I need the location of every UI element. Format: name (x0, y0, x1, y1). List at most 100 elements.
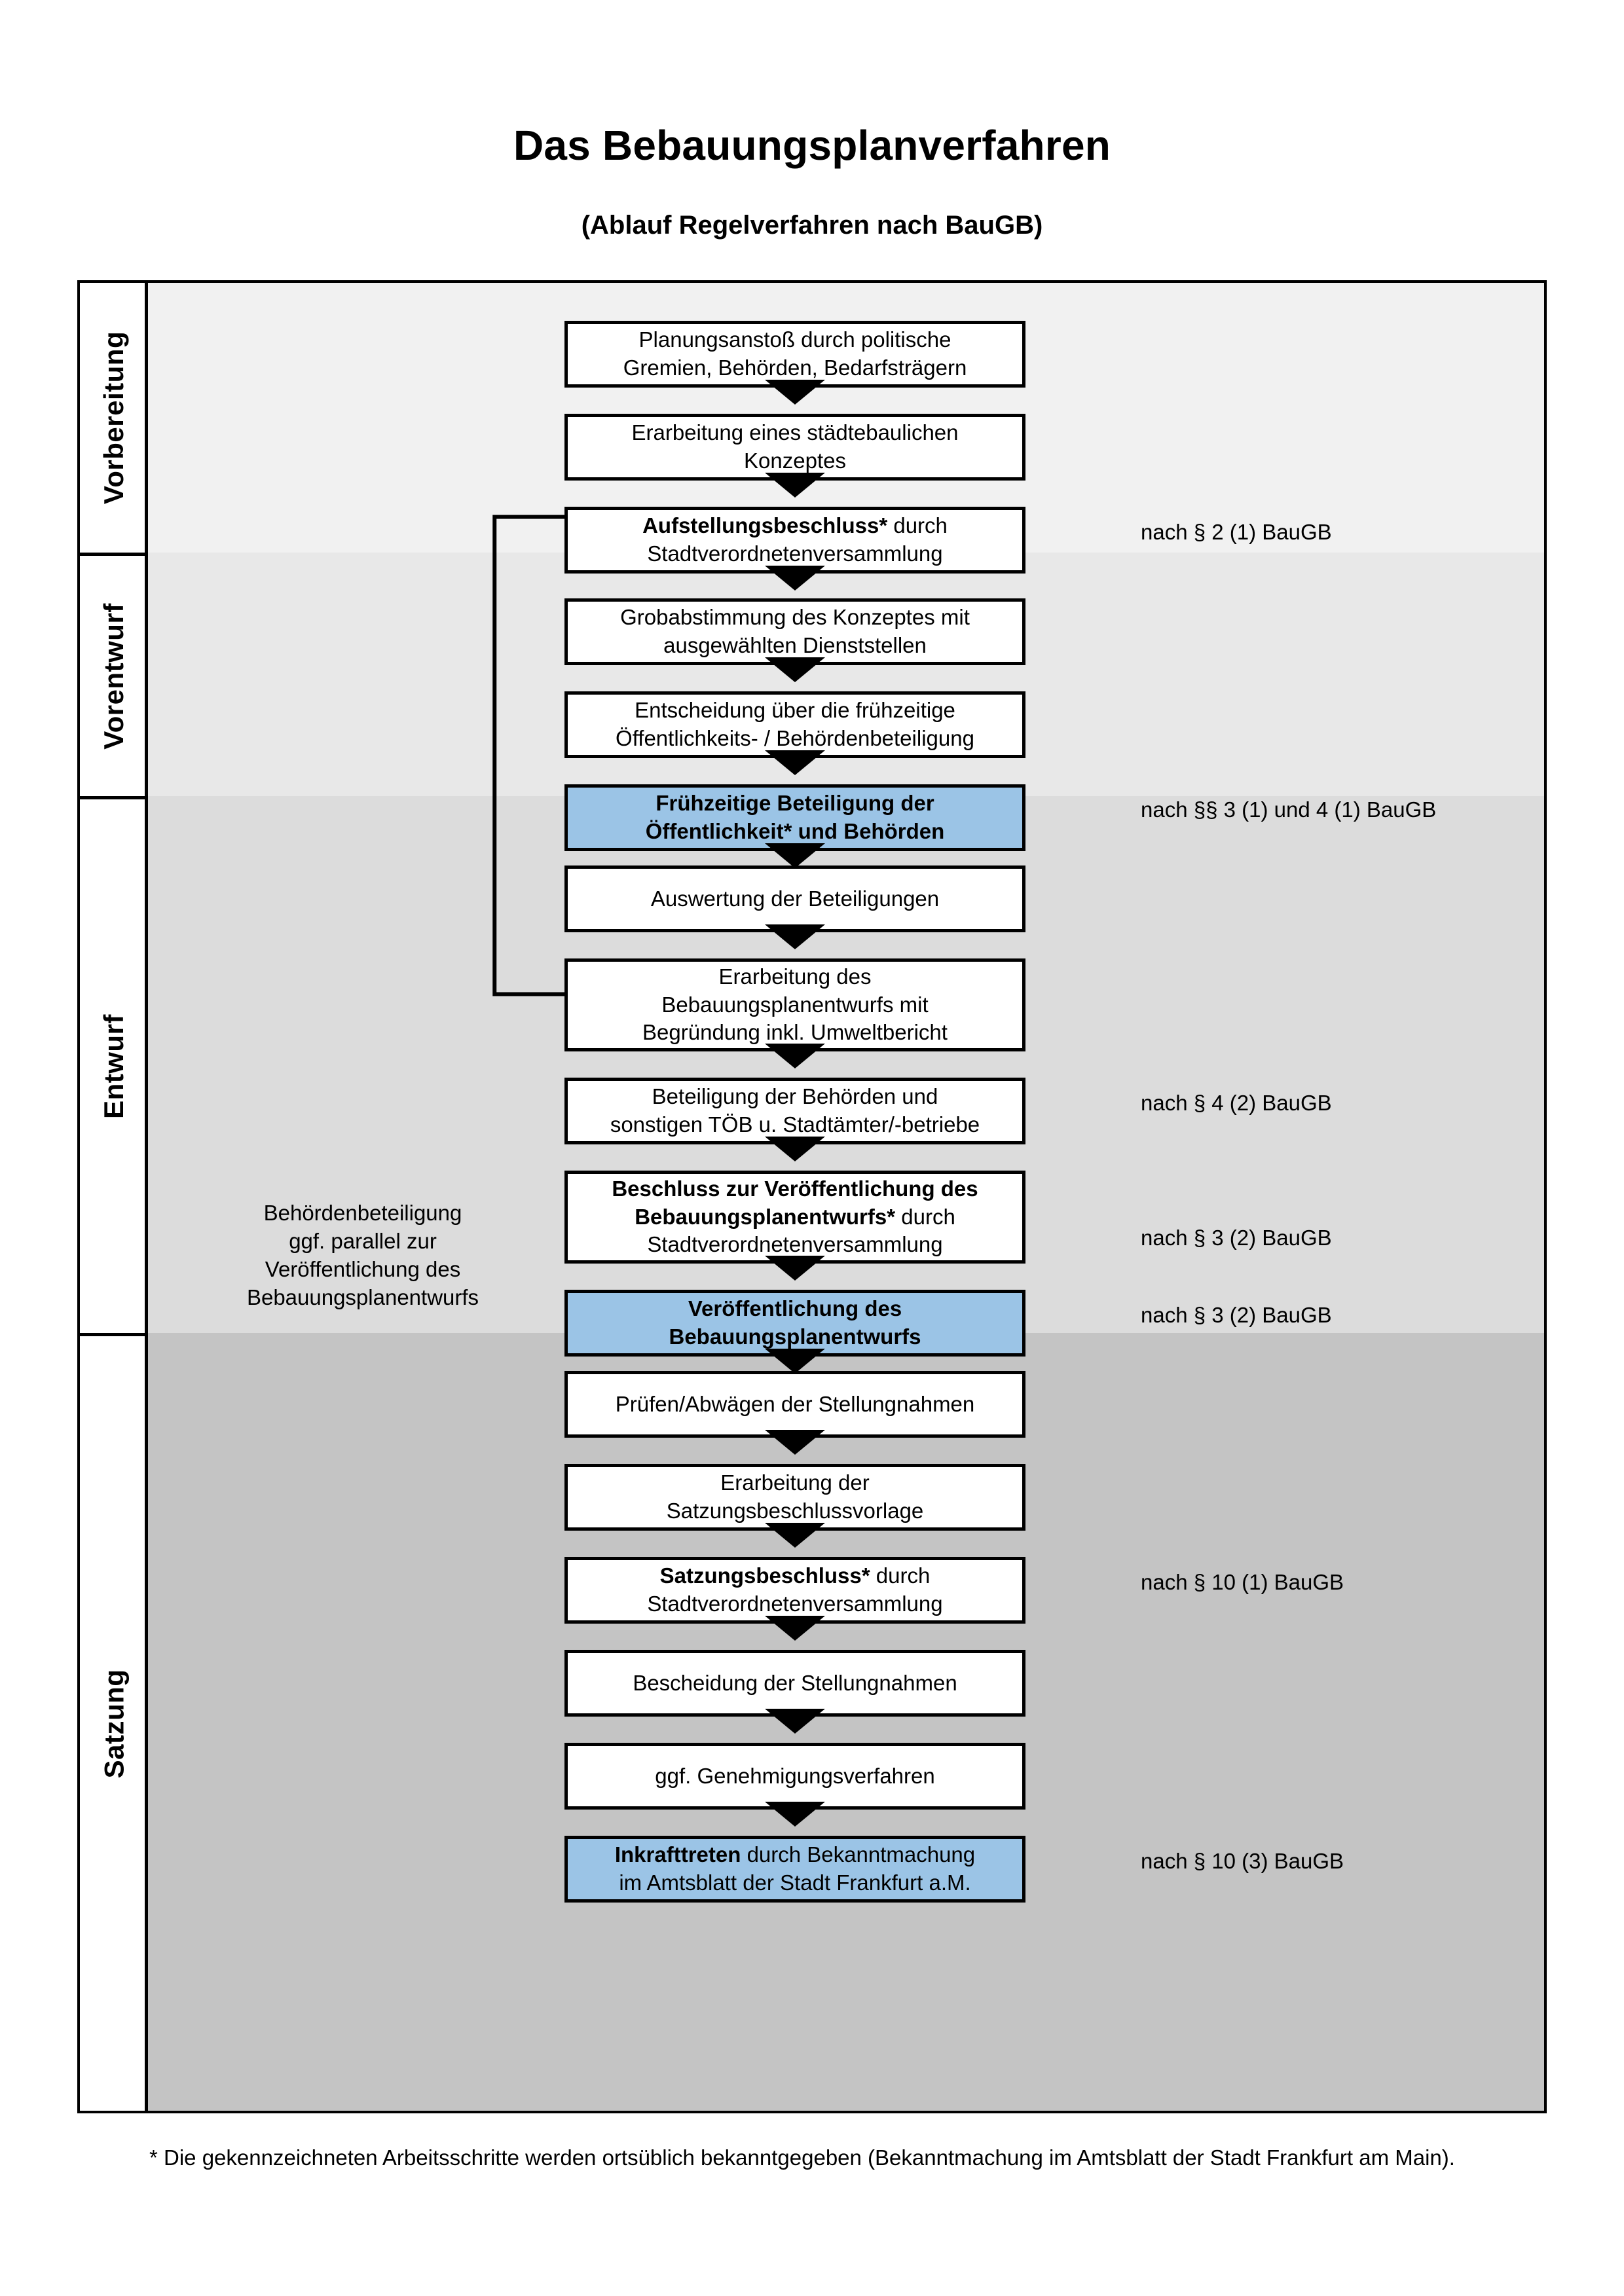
page-subtitle: (Ablauf Regelverfahren nach BauGB) (581, 211, 1043, 240)
process-box-line: Öffentlichkeit* und Behörden (645, 819, 945, 843)
flow-arrow-s5-to-s6 (765, 750, 825, 775)
flow-arrow-s8-to-s9 (765, 1044, 825, 1068)
process-box-s15[interactable]: Bescheidung der Stellungnahmen (564, 1650, 1025, 1717)
side-note-line: Veröffentlichung des (265, 1256, 461, 1281)
process-box-line: Stadtverordnetenversammlung (647, 541, 943, 566)
process-box-line: Öffentlichkeits- / Behördenbeteiligung (616, 726, 974, 750)
process-box-line: Erarbeitung der (720, 1470, 870, 1495)
process-box-s4[interactable]: Grobabstimmung des Konzeptes mit ausgewäh… (564, 598, 1025, 665)
phase-label-text: Vorentwurf (98, 602, 129, 750)
phase-label-entwurf: Entwurf (80, 796, 148, 1333)
phase-stripe-vorentwurf (148, 553, 1544, 796)
flow-arrow-s2-to-s3 (765, 473, 825, 498)
side-note-line: Behördenbeteiligung (263, 1201, 462, 1225)
process-box-line: Planungsanstoß durch politische (638, 327, 951, 352)
process-box-s12[interactable]: Prüfen/Abwägen der Stellungnahmen (564, 1371, 1025, 1438)
process-box-s17[interactable]: Inkrafttreten durch Bekanntmachung im Amt… (564, 1836, 1025, 1903)
process-box-text: ggf. Genehmigungsverfahren (576, 1762, 1014, 1791)
flow-arrow-s6-to-s7 (765, 843, 825, 868)
process-box-line: Auswertung der Beteiligungen (650, 886, 940, 911)
process-box-line: Stadtverordnetenversammlung (647, 1232, 943, 1257)
process-box-line: Prüfen/Abwägen der Stellungnahmen (615, 1391, 975, 1416)
process-box-s16[interactable]: ggf. Genehmigungsverfahren (564, 1743, 1025, 1810)
process-box-text: Auswertung der Beteiligungen (576, 885, 1014, 913)
process-box-line: im Amtsblatt der Stadt Frankfurt a.M. (619, 1870, 971, 1895)
process-box-line: Satzungsbeschlussvorlage (666, 1499, 924, 1523)
process-box-line: Beschluss zur Veröffentlichung des (612, 1176, 978, 1201)
process-box-text: Prüfen/Abwägen der Stellungnahmen (576, 1391, 1014, 1419)
process-box-text: Beteiligung der Behörden und sonstigen TÖ… (576, 1083, 1014, 1139)
process-box-line: Bebauungsplanentwurfs (669, 1324, 921, 1349)
process-box-line: ggf. Genehmigungsverfahren (655, 1763, 935, 1788)
phase-label-vorentwurf: Vorentwurf (80, 553, 148, 796)
annotation-a2: nach §§ 3 (1) und 4 (1) BauGB (1141, 797, 1437, 822)
process-box-text: Grobabstimmung des Konzeptes mit ausgewäh… (576, 604, 1014, 660)
flow-arrow-s15-to-s16 (765, 1709, 825, 1734)
annotation-a7: nach § 10 (3) BauGB (1141, 1849, 1344, 1873)
side-note-line: ggf. parallel zur (289, 1228, 437, 1253)
flow-arrow-s14-to-s15 (765, 1616, 825, 1641)
phase-stripe-satzung (148, 1333, 1544, 2111)
process-box-line: Inkrafttreten durch Bekanntmachung (614, 1842, 976, 1867)
phase-label-text: Vorbereitung (98, 331, 130, 505)
process-box-line: Aufstellungsbeschluss* durch (642, 513, 948, 538)
flow-arrow-s12-to-s13 (765, 1430, 825, 1455)
process-box-text: Inkrafttreten durch Bekanntmachung im Amt… (576, 1841, 1014, 1897)
process-box-line: sonstigen TÖB u. Stadtämter/-betriebe (610, 1112, 980, 1137)
flow-arrow-s7-to-s8 (765, 924, 825, 949)
flow-arrow-s1-to-s2 (765, 380, 825, 405)
flow-arrow-s10-to-s11 (765, 1256, 825, 1281)
annotation-a1: nach § 2 (1) BauGB (1141, 520, 1332, 544)
annotation-a3: nach § 4 (2) BauGB (1141, 1091, 1332, 1115)
process-box-line: Entscheidung über die frühzeitige (635, 698, 955, 723)
process-box-line: Bescheidung der Stellungnahmen (633, 1670, 957, 1695)
flow-arrow-s13-to-s14 (765, 1523, 825, 1548)
process-box-line: Satzungsbeschluss* durch (659, 1563, 931, 1588)
phase-label-text: Satzung (98, 1669, 130, 1778)
process-box-line: Erarbeitung eines städtebaulichen (631, 420, 959, 445)
process-box-text: Bescheidung der Stellungnahmen (576, 1669, 1014, 1698)
annotation-a6: nach § 10 (1) BauGB (1141, 1570, 1344, 1594)
process-box-line: Erarbeitung des (718, 964, 872, 989)
process-box-line: Grobabstimmung des Konzeptes mit (620, 605, 970, 630)
process-box-line: ausgewählten Dienststellen (663, 633, 927, 657)
flow-arrow-s16-to-s17 (765, 1802, 825, 1827)
process-box-line: Stadtverordnetenversammlung (647, 1592, 943, 1616)
phase-label-text: Entwurf (98, 1013, 129, 1119)
process-box-s9[interactable]: Beteiligung der Behörden und sonstigen TÖ… (564, 1078, 1025, 1144)
process-box-line: Bebauungsplanentwurfs mit (661, 992, 929, 1017)
side-note-line: Bebauungsplanentwurfs (246, 1285, 479, 1309)
process-box-line: Beteiligung der Behörden und (652, 1084, 938, 1109)
annotation-a5: nach § 3 (2) BauGB (1141, 1303, 1332, 1327)
footnote: * Die gekennzeichneten Arbeitsschritte w… (149, 2145, 1455, 2170)
process-box-line: Frühzeitige Beteiligung der (655, 791, 934, 816)
flow-arrow-s9-to-s10 (765, 1137, 825, 1161)
annotation-a4: nach § 3 (2) BauGB (1141, 1226, 1332, 1250)
flow-arrow-s4-to-s5 (765, 657, 825, 682)
flow-arrow-s11-to-s12 (765, 1349, 825, 1374)
process-box-s7[interactable]: Auswertung der Beteiligungen (564, 866, 1025, 932)
page-title: Das Bebauungsplanverfahren (513, 122, 1111, 169)
